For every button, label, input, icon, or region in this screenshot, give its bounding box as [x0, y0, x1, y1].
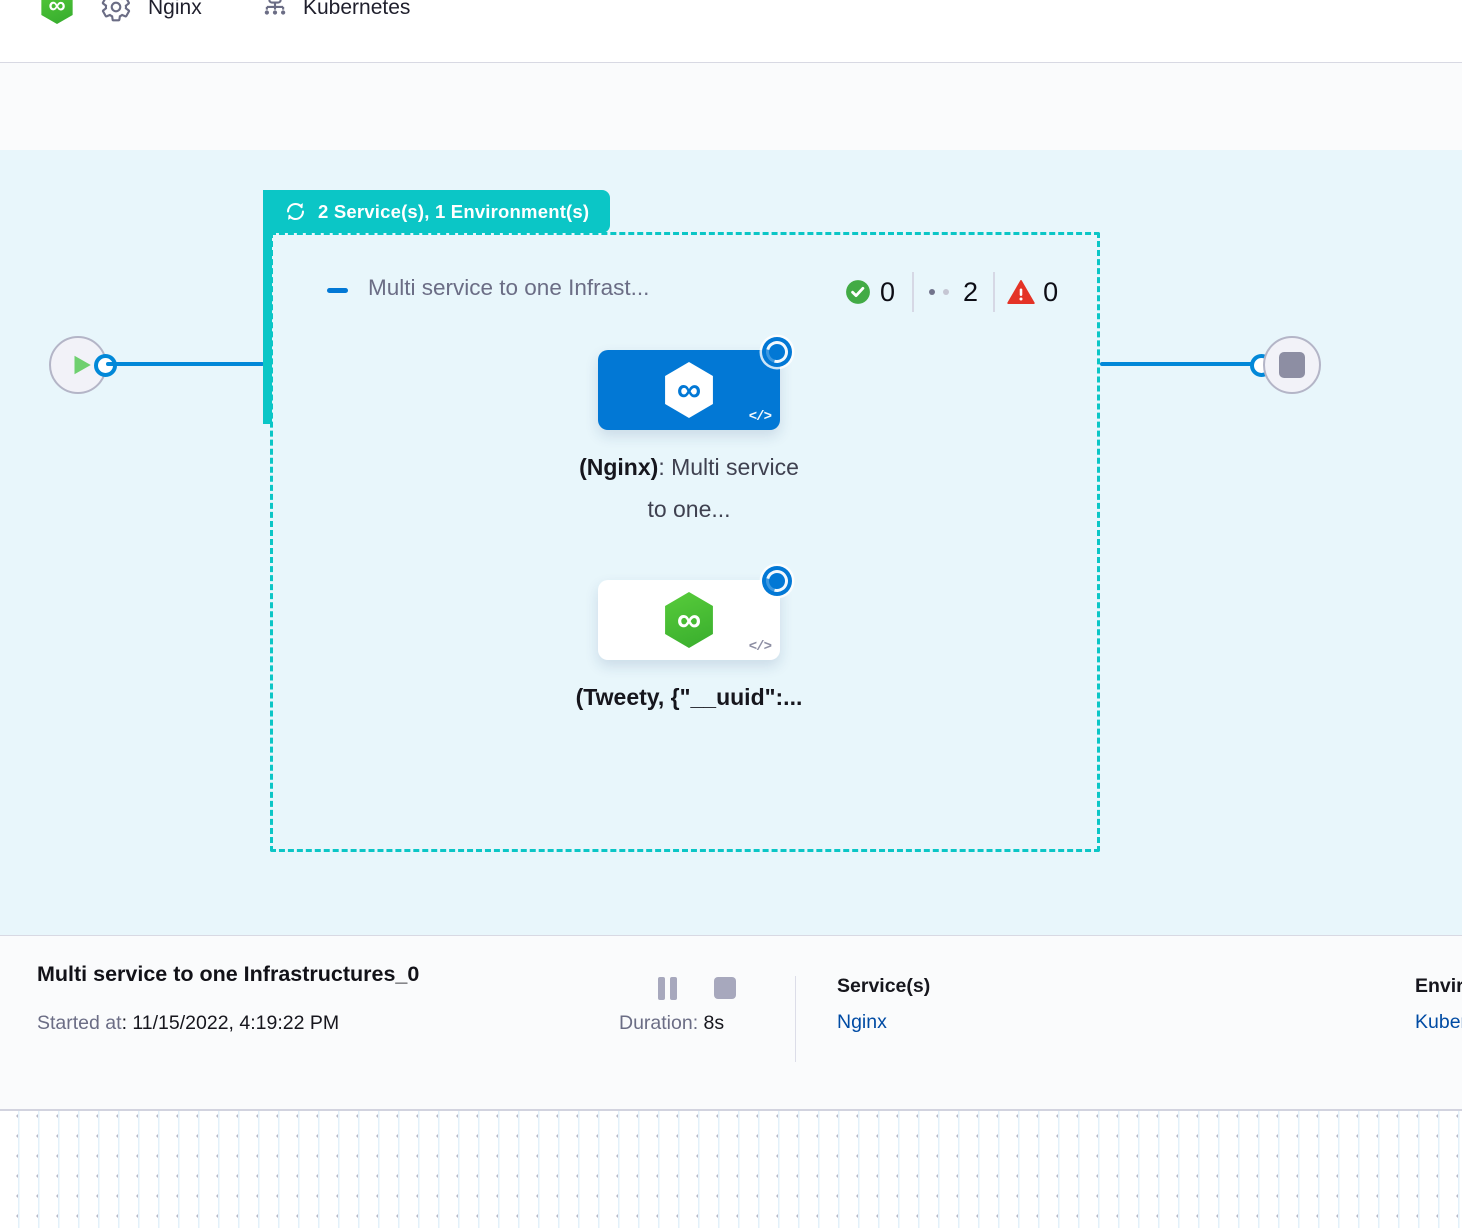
environments-column: Environment(s) Kubernetes — [1415, 975, 1462, 1034]
services-label: Service(s) — [837, 975, 931, 997]
pipeline-name: Nginx — [148, 0, 202, 19]
pause-button[interactable] — [658, 977, 677, 1000]
services-link[interactable]: Nginx — [837, 1011, 887, 1033]
badge-label: 2 Service(s), 1 Environment(s) — [318, 200, 590, 222]
running-spinner-badge — [762, 337, 792, 367]
kubernetes-cluster-icon — [260, 0, 290, 20]
started-at: Started at: 11/15/2022, 4:19:22 PM — [37, 1012, 339, 1035]
environments-label: Environment(s) — [1415, 975, 1462, 997]
code-icon: </> — [748, 409, 772, 425]
stage-title: Multi service to one Infrast... — [368, 275, 650, 300]
code-icon: </> — [748, 639, 772, 655]
running-spinner-badge — [762, 566, 792, 596]
status-counts: 0 2 0 — [845, 269, 1058, 315]
harness-pipeline-logo-icon: ∞ — [41, 0, 73, 24]
edge-start-to-stage — [106, 362, 264, 366]
running-count: 2 — [963, 276, 979, 307]
edge-stage-to-end — [1100, 362, 1255, 366]
duration-value: 8s — [698, 1012, 725, 1034]
pause-icon — [658, 977, 665, 1000]
footer-separator — [795, 976, 796, 1062]
node-card-nginx[interactable]: ∞ </> — [598, 350, 780, 430]
top-bar: ∞ Nginx Kubernetes — [0, 0, 1462, 63]
pipeline-canvas[interactable]: 2 Service(s), 1 Environment(s) Multi ser… — [0, 150, 1462, 935]
harness-service-icon: ∞ — [665, 592, 713, 648]
execution-details-bar: Multi service to one Infrastructures_0 S… — [0, 935, 1462, 1111]
node-label-nginx: (Nginx): Multi service to one... — [579, 454, 799, 522]
services-column: Service(s) Nginx — [837, 975, 930, 1034]
execution-title: Multi service to one Infrastructures_0 — [37, 962, 420, 986]
duration-label: Duration: — [619, 1012, 699, 1034]
collapse-stage-button[interactable] — [327, 288, 348, 293]
environments-link[interactable]: Kubernetes — [1415, 1011, 1462, 1033]
abort-button[interactable] — [714, 977, 736, 999]
success-count-icon — [845, 279, 871, 305]
dotted-grid-canvas[interactable] — [0, 1111, 1462, 1228]
node-label-tweety: (Tweety, {"__uuid":... — [575, 684, 803, 710]
stage-group-box — [270, 232, 1100, 852]
running-dots-icon — [929, 289, 936, 295]
failed-count-icon — [1007, 279, 1035, 305]
stop-square-icon — [1279, 352, 1305, 378]
environment-name: Kubernetes — [303, 0, 411, 19]
services-environments-badge[interactable]: 2 Service(s), 1 Environment(s) — [263, 190, 611, 233]
started-at-value: : 11/15/2022, 4:19:22 PM — [121, 1012, 340, 1034]
infinity-glyph: ∞ — [48, 0, 66, 19]
play-icon — [62, 352, 94, 378]
gear-icon[interactable] — [100, 0, 132, 23]
duration: Duration: 8s — [619, 1012, 724, 1035]
tab-bar: Pipeline Inputs Policy Evaluations — [0, 63, 1462, 213]
started-at-label: Started at — [37, 1012, 122, 1034]
node-card-tweety[interactable]: ∞ </> — [598, 580, 780, 660]
failed-count: 0 — [1043, 276, 1059, 307]
stop-icon — [714, 977, 736, 999]
loop-icon — [284, 200, 307, 223]
success-count: 0 — [880, 276, 896, 307]
harness-service-icon: ∞ — [665, 362, 713, 418]
stage-group-strip — [263, 190, 272, 424]
end-node[interactable] — [1263, 336, 1321, 394]
